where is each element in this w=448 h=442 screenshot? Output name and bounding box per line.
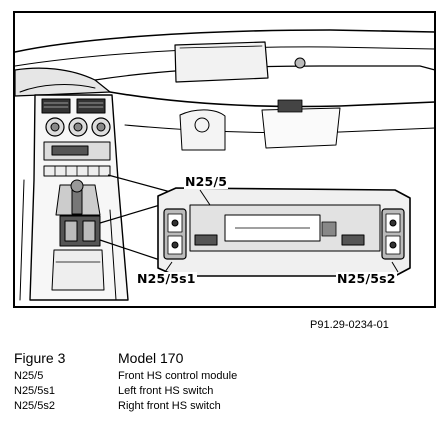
legend-description: Front HS control module <box>118 370 238 382</box>
callout-module: N25/5 <box>184 174 229 189</box>
figure-reference: P91.29-0234-01 <box>310 319 389 331</box>
legend-row: N25/5s1 Left front HS switch <box>14 385 434 400</box>
dashboard <box>14 29 436 301</box>
legend-description: Right front HS switch <box>118 400 221 412</box>
figure-label: Figure 3 <box>14 350 66 366</box>
hs-control-module <box>157 187 411 277</box>
legend-row: N25/5 Front HS control module <box>14 370 434 385</box>
legend-code: N25/5s2 <box>14 400 55 412</box>
legend-description: Left front HS switch <box>118 385 214 397</box>
legend-row: N25/5s2 Right front HS switch <box>14 400 434 415</box>
legend-code: N25/5 <box>14 370 44 382</box>
callout-right-switch: N25/5s2 <box>336 271 397 286</box>
figure-caption: Figure 3 Model 170 N25/5 Front HS contro… <box>14 350 434 415</box>
caption-header: Figure 3 Model 170 <box>14 350 434 370</box>
callout-left-switch: N25/5s1 <box>136 271 197 286</box>
right-hs-switch <box>381 208 405 260</box>
model-label: Model 170 <box>118 350 184 366</box>
dashboard-illustration <box>13 11 436 308</box>
legend-code: N25/5s1 <box>14 385 55 397</box>
left-hs-switch <box>163 208 187 260</box>
